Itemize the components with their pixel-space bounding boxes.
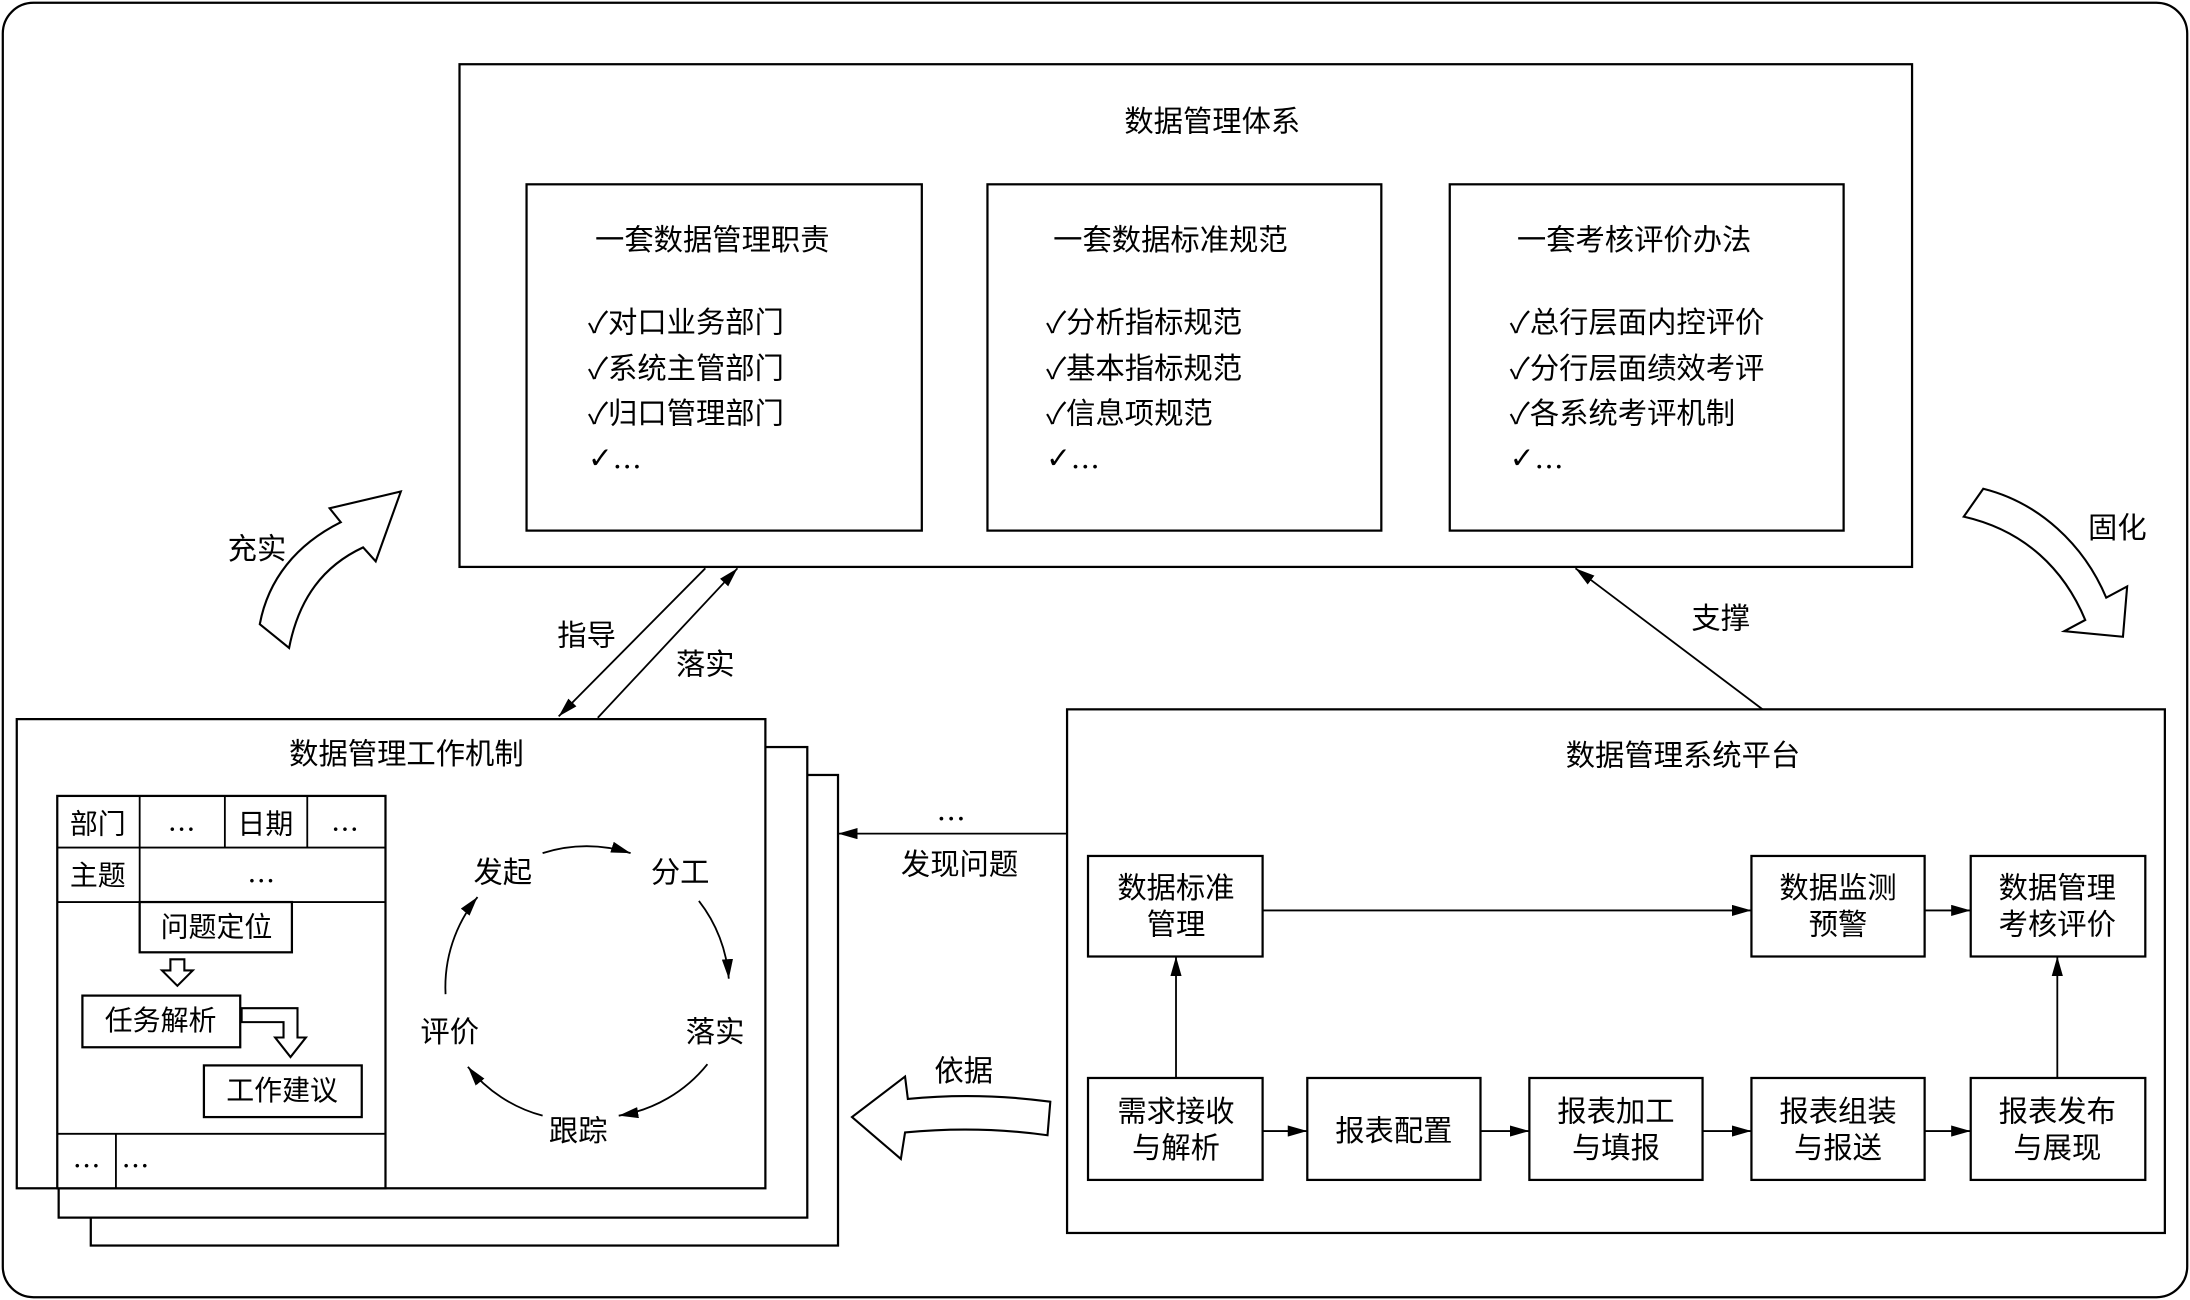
group-box <box>1448 183 1845 532</box>
cycle-implement: 落实 <box>686 1015 745 1049</box>
system-panel: 数据管理体系 一套数据管理职责 ✓对口业务部门 ✓系统主管部门 ✓归口管理部门 … <box>458 63 1914 569</box>
form-footer-2: … <box>122 1141 150 1174</box>
label-solidify: 固化 <box>2088 511 2147 545</box>
form-dept-label: 部门 <box>70 807 126 840</box>
cycle-arc-track <box>618 1063 709 1119</box>
module-label: 报表发布 <box>1999 1094 2116 1128</box>
module-label: 数据管理 <box>1999 871 2116 905</box>
group-item: ✓归口管理部门 <box>588 396 784 430</box>
module-label: 与填报 <box>1572 1131 1660 1165</box>
step-analyze: 任务解析 <box>105 1004 217 1037</box>
mechanism-panel: 数据管理工作机制 部门 … 日期 … 主题 … 问题定位 任务解析 工作建议 <box>15 718 840 1247</box>
hollow-arrow-enrich <box>258 490 403 650</box>
arrow-implement <box>597 567 739 719</box>
module-label: 数据监测 <box>1779 871 1896 905</box>
form-footer-1: … <box>73 1141 101 1174</box>
cycle-track: 跟踪 <box>549 1114 608 1148</box>
form-date-label: 日期 <box>237 807 293 840</box>
group-item: ✓对口业务部门 <box>588 306 784 340</box>
hollow-arrow-solidify <box>1961 487 2129 638</box>
arrow-guide <box>558 567 706 717</box>
cycle-arc-evaluate <box>467 1066 543 1117</box>
module-box-report-publish <box>1969 1076 2147 1182</box>
group-item: ✓基本指标规范 <box>1046 352 1242 386</box>
module-label: 与报送 <box>1794 1131 1882 1165</box>
group-item: ✓… <box>1510 441 1564 475</box>
step-box-analyze <box>81 994 242 1049</box>
group-box <box>525 183 923 532</box>
group-title: 一套考核评价办法 <box>1517 223 1752 257</box>
step-box-advise <box>202 1064 363 1119</box>
group-box <box>986 183 1383 532</box>
module-box-assessment <box>1969 854 2147 958</box>
cycle-assign: 分工 <box>651 856 710 890</box>
system-title: 数据管理体系 <box>1124 104 1300 138</box>
label-support: 支撑 <box>1691 602 1750 636</box>
label-enrich: 充实 <box>228 532 287 566</box>
module-label: 与展现 <box>2013 1131 2101 1165</box>
work-cycle: 发起 分工 落实 跟踪 评价 <box>420 841 745 1148</box>
module-box-report-processing <box>1528 1076 1704 1182</box>
group-item: ✓… <box>1046 441 1100 475</box>
step-advise: 工作建议 <box>226 1074 338 1107</box>
module-label: 报表组装 <box>1779 1094 1896 1128</box>
group-item: ✓各系统考评机制 <box>1510 396 1735 430</box>
label-basis: 依据 <box>934 1054 993 1088</box>
step-box-locate <box>138 900 294 954</box>
module-label: 报表配置 <box>1335 1114 1452 1148</box>
module-label: 需求接收 <box>1117 1094 1234 1128</box>
module-box-report-assembly <box>1750 1076 1926 1182</box>
module-label: 数据标准 <box>1117 871 1234 905</box>
mechanism-title: 数据管理工作机制 <box>289 737 524 771</box>
step-locate: 问题定位 <box>161 911 273 944</box>
group-item: ✓分析指标规范 <box>1046 306 1242 340</box>
form-date-value: … <box>331 805 359 838</box>
label-ellipsis: … <box>936 793 965 827</box>
label-find-issue: 发现问题 <box>901 847 1018 881</box>
cycle-arc-assign <box>542 841 631 855</box>
group-standards: 一套数据标准规范 ✓分析指标规范 ✓基本指标规范 ✓信息项规范 ✓… <box>986 183 1383 532</box>
arrow-support <box>1574 567 1764 711</box>
issue-form: 部门 … 日期 … 主题 … 问题定位 任务解析 工作建议 … … <box>56 794 387 1190</box>
group-item: ✓信息项规范 <box>1046 396 1213 430</box>
module-label: 管理 <box>1147 907 1206 941</box>
form-topic-value: … <box>247 856 275 889</box>
group-item: ✓分行层面绩效考评 <box>1510 352 1765 386</box>
hollow-bent-arrow <box>240 1007 309 1059</box>
group-item: ✓系统主管部门 <box>588 352 784 386</box>
group-title: 一套数据管理职责 <box>595 223 830 257</box>
module-label: 与解析 <box>1132 1131 1220 1165</box>
group-responsibilities: 一套数据管理职责 ✓对口业务部门 ✓系统主管部门 ✓归口管理部门 ✓… <box>525 183 923 532</box>
form-topic-label: 主题 <box>70 859 126 892</box>
label-implement: 落实 <box>676 648 735 682</box>
hollow-arrow-basis <box>850 1074 1052 1161</box>
label-guide: 指导 <box>557 618 616 652</box>
cycle-evaluate: 评价 <box>420 1015 479 1049</box>
cycle-initiate: 发起 <box>473 856 532 890</box>
cycle-arc-implement <box>698 900 733 979</box>
form-border <box>56 794 387 1190</box>
platform-title: 数据管理系统平台 <box>1566 738 1801 772</box>
group-title: 一套数据标准规范 <box>1053 223 1288 257</box>
module-box-report-config <box>1306 1076 1482 1182</box>
form-dept-value: … <box>168 805 196 838</box>
group-item: ✓… <box>588 441 642 475</box>
module-box-monitoring <box>1750 854 1926 958</box>
cycle-arc-initiate <box>444 896 479 995</box>
module-box-requirements <box>1086 1076 1264 1182</box>
module-label: 考核评价 <box>1999 907 2116 941</box>
hollow-down-arrow <box>159 958 196 988</box>
group-item: ✓总行层面内控评价 <box>1510 306 1765 340</box>
module-label: 预警 <box>1809 907 1868 941</box>
module-label: 报表加工 <box>1557 1094 1674 1128</box>
group-evaluation: 一套考核评价办法 ✓总行层面内控评价 ✓分行层面绩效考评 ✓各系统考评机制 ✓… <box>1448 183 1845 532</box>
platform-panel: 数据管理系统平台 数据标准 管理 数据监测 预警 数据管理 考核评价 需求接收 … <box>1065 708 2166 1235</box>
